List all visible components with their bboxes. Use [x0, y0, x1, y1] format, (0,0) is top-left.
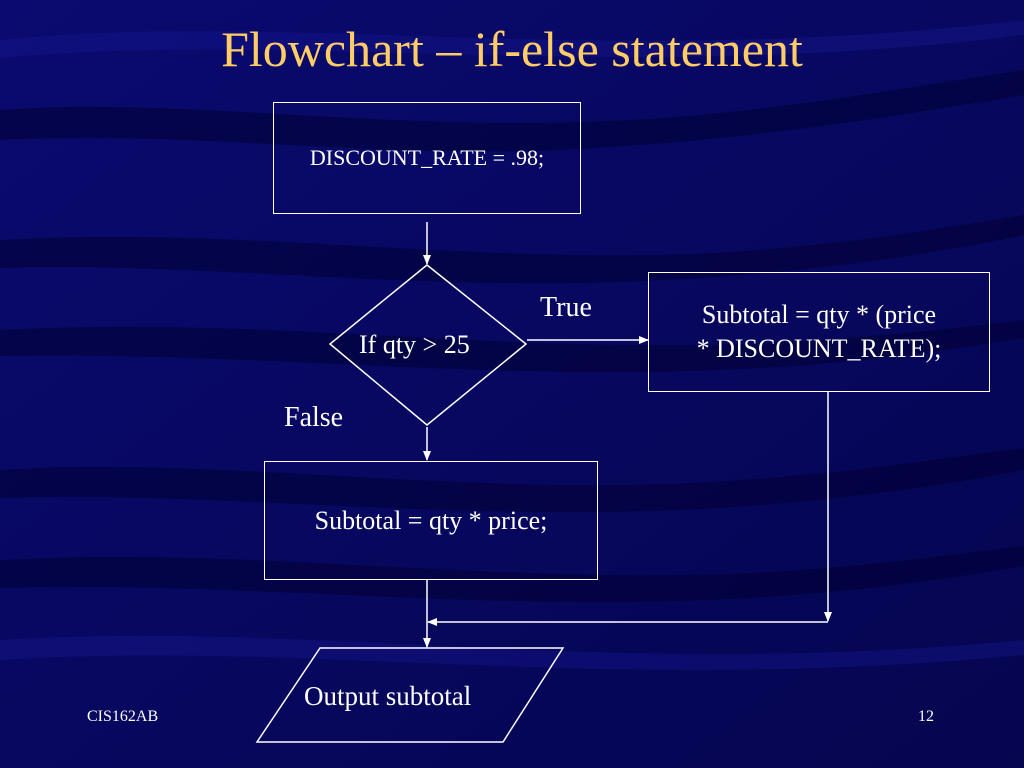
- init-box: DISCOUNT_RATE = .98;: [273, 102, 581, 214]
- decision-label: If qty > 25: [359, 330, 470, 359]
- true-branch-line-2: * DISCOUNT_RATE);: [696, 334, 942, 363]
- output-label: Output subtotal: [304, 681, 472, 711]
- decision-diamond: [328, 264, 528, 426]
- footer-page-number: 12: [918, 708, 934, 725]
- true-branch-line-1: Subtotal = qty * (price: [701, 300, 937, 329]
- output-parallelogram: [255, 647, 565, 743]
- true-branch-box: Subtotal = qty * (price * DISCOUNT_RATE)…: [648, 272, 990, 392]
- false-branch-box: Subtotal = qty * price;: [264, 461, 598, 580]
- init-box-text: DISCOUNT_RATE = .98;: [309, 145, 545, 170]
- slide-title: Flowchart – if-else statement: [221, 21, 803, 77]
- footer-course: CIS162AB: [87, 708, 159, 725]
- true-label: True: [540, 292, 592, 323]
- false-label: False: [284, 402, 344, 433]
- false-branch-text: Subtotal = qty * price;: [314, 505, 548, 535]
